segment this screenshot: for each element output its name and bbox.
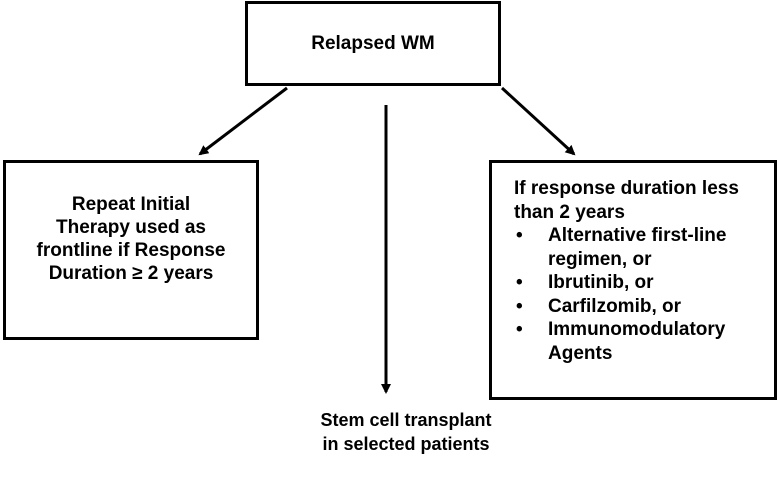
list-item: • Alternative first-line regimen, or bbox=[514, 224, 774, 271]
root-node-box: Relapsed WM bbox=[245, 1, 501, 86]
right-branch-heading: If response duration less than 2 years bbox=[514, 178, 739, 223]
left-branch-box: Repeat Initial Therapy used as frontline… bbox=[3, 160, 259, 340]
list-item: • Carfilzomib, or bbox=[514, 295, 774, 319]
list-item: • Immunomodulatory Agents bbox=[514, 318, 774, 365]
right-branch-list: • Alternative first-line regimen, or • I… bbox=[514, 224, 774, 365]
bullet-icon: • bbox=[516, 272, 523, 293]
bullet-icon: • bbox=[516, 319, 523, 340]
bullet-icon: • bbox=[516, 295, 523, 317]
right-branch-box: If response duration less than 2 years •… bbox=[489, 160, 777, 400]
list-item-text: Carfilzomib, or bbox=[548, 295, 682, 317]
list-item-text: Immunomodulatory Agents bbox=[548, 319, 726, 364]
bullet-icon: • bbox=[516, 225, 523, 246]
list-item: • Ibrutinib, or bbox=[514, 271, 774, 295]
list-item-text: Alternative first-line regimen, or bbox=[548, 225, 727, 270]
arrow-to-right-branch bbox=[500, 86, 576, 156]
arrow-to-left-branch bbox=[198, 86, 288, 156]
middle-branch-text: Stem cell transplant in selected patient… bbox=[320, 410, 492, 454]
left-branch-text: Repeat Initial Therapy used as frontline… bbox=[36, 194, 226, 284]
list-item-text: Ibrutinib, or bbox=[548, 272, 654, 293]
root-node-label: Relapsed WM bbox=[311, 32, 435, 54]
